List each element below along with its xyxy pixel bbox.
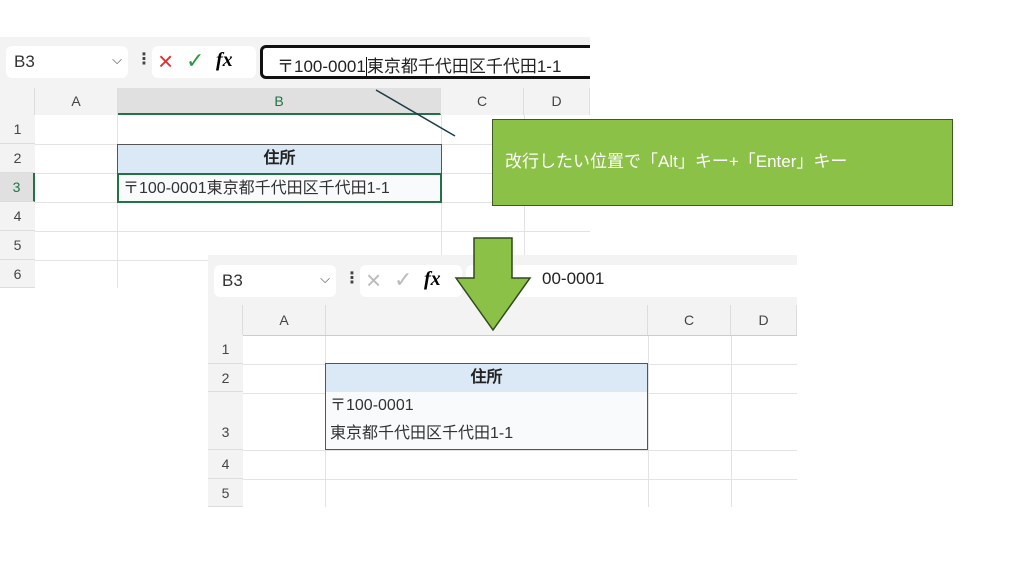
column-header-c[interactable]: C	[441, 88, 524, 115]
down-arrow-icon	[454, 237, 532, 332]
column-header-c[interactable]: C	[648, 305, 731, 335]
cell-b2[interactable]: 住所	[117, 144, 442, 174]
row-header-1[interactable]: 1	[0, 115, 35, 144]
row-header-5[interactable]: 5	[208, 479, 243, 507]
name-box-value: B3	[222, 271, 243, 290]
row-header-3[interactable]: 3	[0, 173, 35, 202]
fx-icon[interactable]: fx	[216, 49, 233, 71]
more-icon[interactable]: ⋮	[136, 51, 152, 68]
formula-text-part1: 〒100-0001	[277, 57, 366, 76]
chevron-down-icon: ⌵	[320, 271, 330, 286]
chevron-down-icon: ⌵	[112, 52, 122, 67]
row-header-6[interactable]: 6	[0, 260, 35, 288]
instruction-callout: 改行したい位置で「Alt」キー+「Enter」キー	[492, 119, 953, 206]
fx-icon[interactable]: fx	[424, 268, 441, 290]
excel-after-screenshot: B3⌵ ⋮ × ✓ fx 00-0001 A C D 1 2 3 4 5 住所 …	[208, 255, 797, 507]
cell-b3-selected[interactable]: 〒100-0001東京都千代田区千代田1-1	[117, 173, 442, 203]
cell-b2[interactable]: 住所	[325, 363, 648, 393]
formula-buttons: × ✓ fx	[360, 265, 462, 297]
enter-icon[interactable]: ✓	[394, 267, 413, 292]
name-box-value: B3	[14, 52, 35, 71]
row-header-4[interactable]: 4	[208, 450, 243, 479]
select-all[interactable]	[208, 305, 243, 335]
row-header-3[interactable]: 3	[208, 392, 243, 450]
cancel-icon[interactable]: ×	[158, 46, 174, 76]
name-box[interactable]: B3 ⌵	[214, 265, 336, 297]
column-header-d[interactable]: D	[524, 88, 590, 115]
cell-b3[interactable]: 〒100-0001 東京都千代田区千代田1-1	[325, 392, 648, 450]
formula-text: 00-0001	[542, 269, 605, 288]
row-header-1[interactable]: 1	[208, 335, 243, 364]
formula-buttons: × ✓ fx	[152, 46, 256, 78]
cell-b3-line2: 東京都千代田区千代田1-1	[330, 425, 514, 442]
cancel-icon[interactable]: ×	[366, 265, 382, 295]
more-icon[interactable]: ⋮	[344, 270, 360, 287]
column-header-d[interactable]: D	[731, 305, 797, 335]
cell-b3-line1: 〒100-0001	[330, 397, 414, 414]
column-header-a[interactable]: A	[243, 305, 326, 335]
name-box[interactable]: B3 ⌵	[6, 46, 128, 78]
select-all[interactable]	[0, 88, 35, 115]
column-header-b[interactable]: B	[118, 88, 441, 115]
formula-text-part2: 東京都千代田区千代田1-1	[366, 57, 562, 76]
enter-icon[interactable]: ✓	[186, 48, 205, 73]
row-header-5[interactable]: 5	[0, 231, 35, 260]
row-header-4[interactable]: 4	[0, 202, 35, 231]
callout-connector-line	[375, 89, 456, 137]
row-header-2[interactable]: 2	[0, 144, 35, 173]
column-header-a[interactable]: A	[35, 88, 118, 115]
row-header-2[interactable]: 2	[208, 364, 243, 392]
formula-bar[interactable]: 〒100-0001東京都千代田区千代田1-1	[260, 45, 590, 79]
